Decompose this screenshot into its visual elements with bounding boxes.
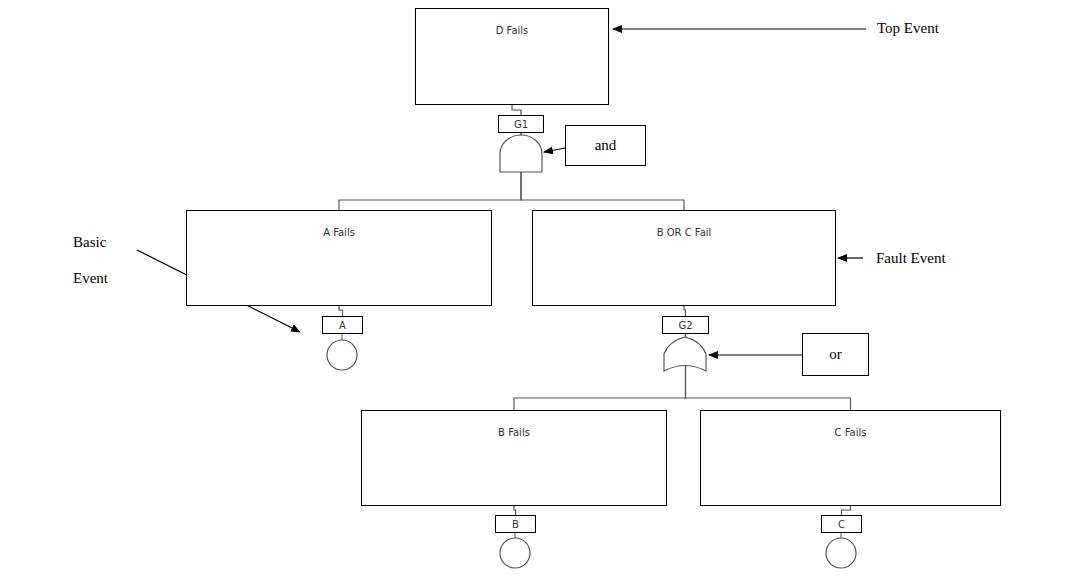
fault-event-box: B Fails [361, 410, 667, 506]
box-text: D Fails [416, 9, 608, 36]
basic-event-id-box: C [821, 515, 862, 533]
leader-arrow [544, 148, 565, 152]
box-text: G1 [514, 119, 528, 130]
fault-event-box: C Fails [700, 410, 1001, 506]
annotation-label: Top Event [877, 10, 1007, 46]
box-text: B [512, 519, 519, 530]
annotation-label: Basic Event [73, 224, 135, 296]
callout-box: and [565, 125, 646, 166]
tree-connector [514, 506, 516, 515]
fault-event-box: B OR C Fail [532, 210, 836, 306]
box-text: A [339, 320, 346, 331]
box-text: B OR C Fail [533, 211, 835, 238]
tree-connector [521, 133, 684, 210]
basic-event-circle [327, 340, 357, 370]
tree-connector [842, 506, 851, 515]
basic-event-id-box: A [322, 316, 363, 334]
leader-arrow [709, 354, 802, 355]
gate-id-box: G1 [498, 115, 544, 133]
basic-event-circle [500, 538, 530, 568]
tree-connector [514, 334, 686, 410]
box-text: G2 [678, 320, 692, 331]
leader-arrow [613, 28, 866, 29]
fault-event-box: A Fails [186, 210, 492, 306]
callout-box: or [802, 333, 869, 376]
box-text: C [838, 519, 845, 530]
tree-connector [684, 306, 686, 316]
and-gate [500, 135, 542, 172]
box-text: or [829, 346, 842, 363]
leader-arrow [838, 257, 863, 258]
box-text: and [595, 137, 617, 154]
tree-connector [512, 105, 521, 115]
box-text: C Fails [701, 411, 1000, 438]
or-gate [664, 337, 706, 371]
tree-connector [339, 306, 343, 316]
gate-id-box: G2 [662, 316, 709, 334]
basic-event-circle [826, 538, 856, 568]
annotation-label: Fault Event [876, 240, 1006, 276]
top-event-box: D Fails [415, 8, 609, 105]
tree-connector [339, 133, 521, 210]
box-text: B Fails [362, 411, 666, 438]
box-text: A Fails [187, 211, 491, 238]
basic-event-id-box: B [495, 515, 536, 533]
